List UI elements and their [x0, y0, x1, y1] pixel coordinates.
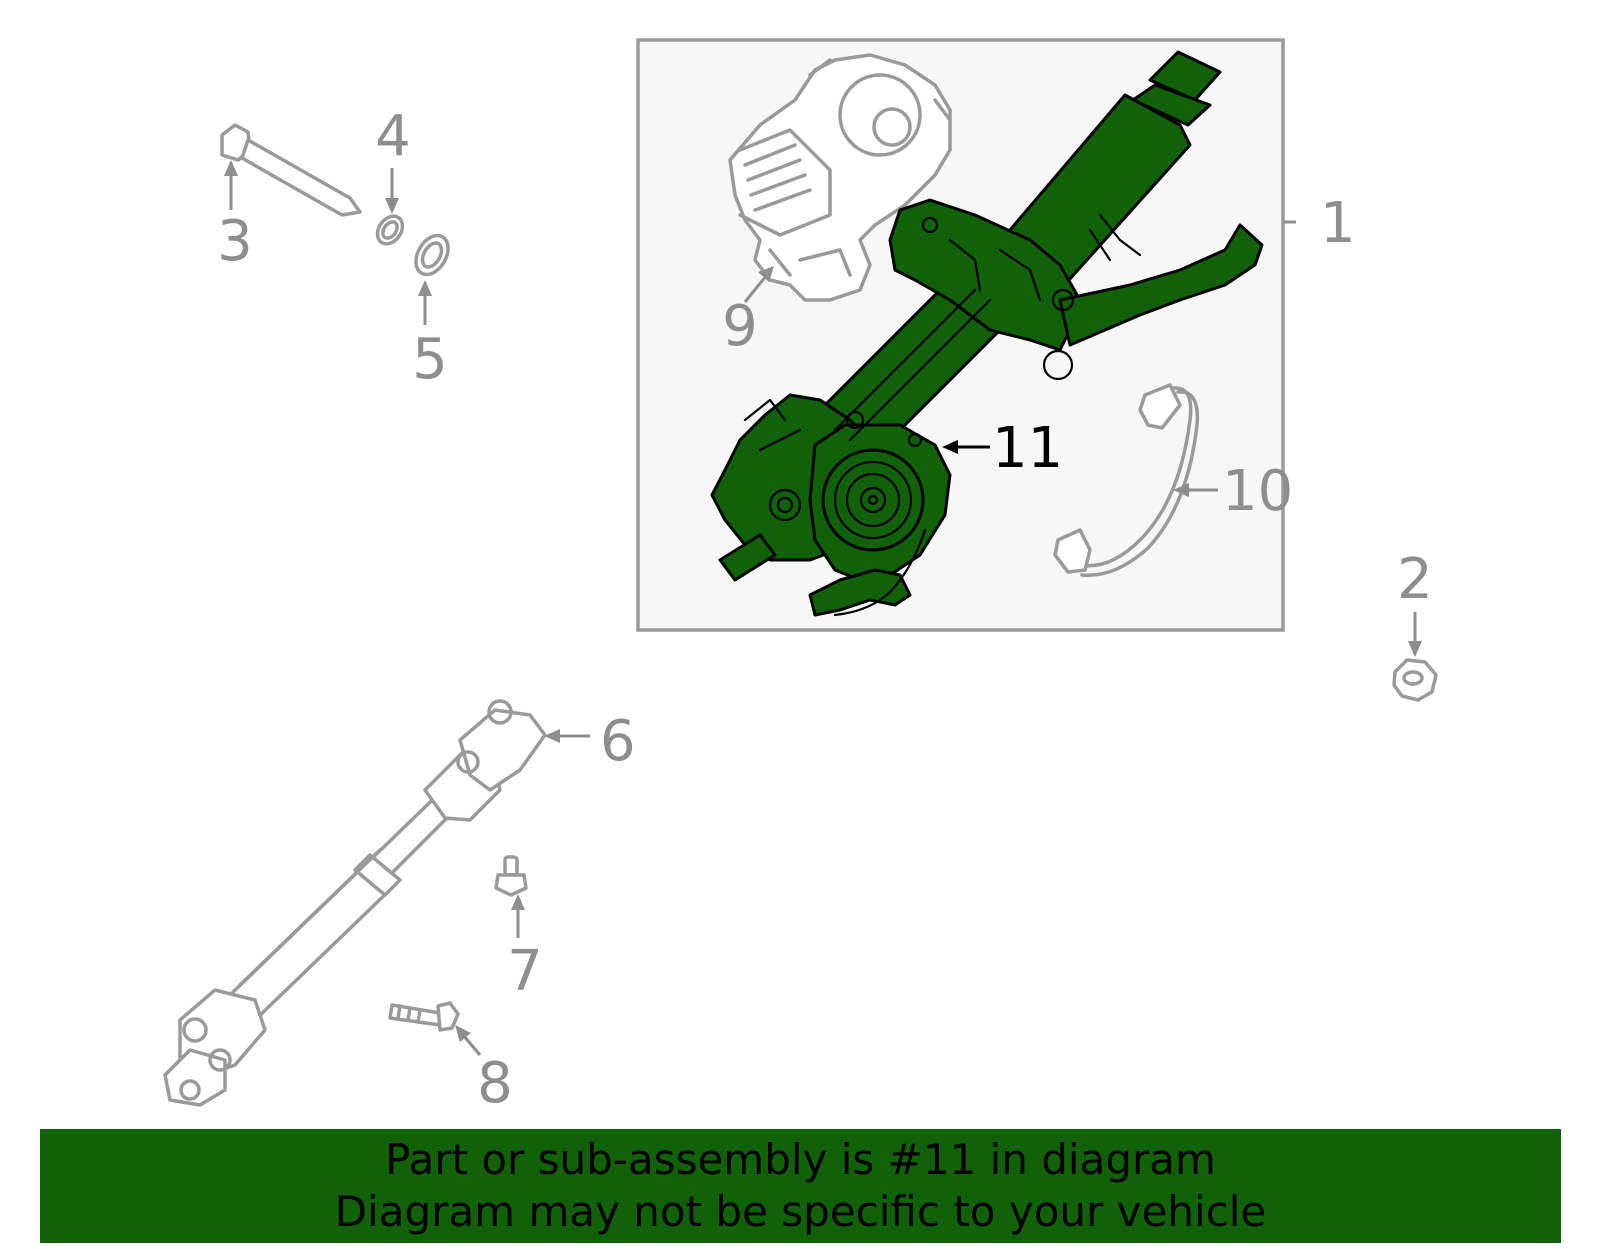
callout-10: 10 — [1222, 459, 1293, 524]
leader-lines — [224, 160, 1422, 1056]
callout-9: 9 — [722, 294, 758, 359]
callout-5: 5 — [412, 327, 448, 392]
part-3-bolt — [220, 123, 362, 217]
callout-3: 3 — [217, 209, 253, 274]
part-6-intermediate-shaft — [163, 699, 547, 1107]
parts-diagram: 1 2 3 4 5 6 7 8 9 10 11 — [163, 38, 1438, 1116]
part-7-stud — [494, 855, 528, 897]
callout-6: 6 — [600, 709, 636, 774]
callout-11: 11 — [992, 416, 1063, 481]
part-9-module — [728, 53, 952, 302]
part-10-harness — [1053, 383, 1200, 578]
callout-8: 8 — [477, 1051, 513, 1116]
part-2-nut — [1392, 658, 1438, 702]
part-4-washer — [375, 214, 405, 246]
info-banner: Part or sub-assembly is #11 in diagram D… — [40, 1129, 1561, 1243]
callout-4: 4 — [375, 104, 411, 169]
part-8-bolt — [388, 1001, 460, 1032]
part-11-steering-column — [710, 50, 1264, 617]
callout-1: 1 — [1320, 191, 1356, 256]
banner-line-1: Part or sub-assembly is #11 in diagram — [385, 1135, 1216, 1184]
callout-2: 2 — [1397, 547, 1433, 612]
banner-line-2: Diagram may not be specific to your vehi… — [334, 1187, 1267, 1236]
part-5-washer — [414, 233, 450, 277]
callout-7: 7 — [507, 939, 543, 1004]
